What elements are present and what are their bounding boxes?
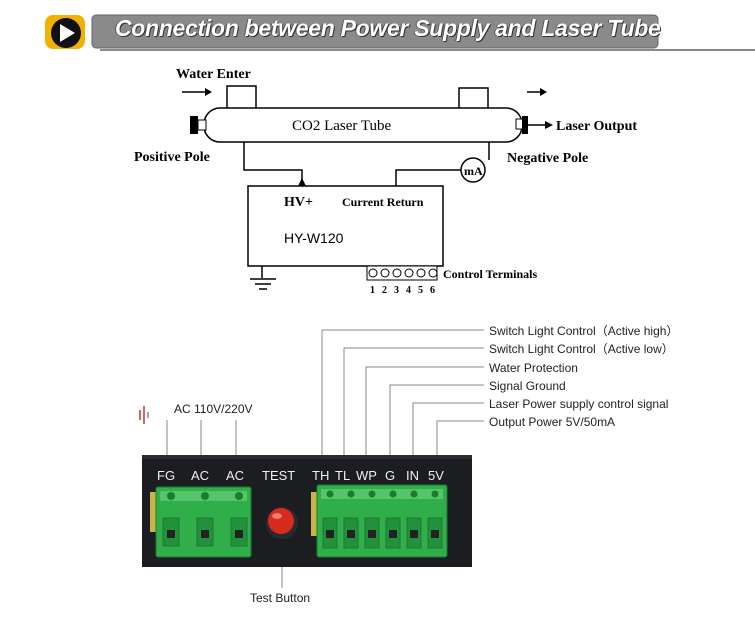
terminal-label-tl: TL bbox=[335, 468, 350, 483]
terminal-mount bbox=[150, 492, 158, 532]
water-outlet-pipe bbox=[458, 87, 489, 108]
ac-source-icon bbox=[139, 406, 149, 424]
terminal-number: 6 bbox=[430, 285, 435, 296]
terminal-label-wp: WP bbox=[356, 468, 377, 483]
control-terminals-label: Control Terminals bbox=[443, 267, 537, 281]
terminal-label-fg: FG bbox=[157, 468, 175, 483]
tube-right-cap bbox=[522, 116, 528, 134]
terminal-label-ac2: AC bbox=[226, 468, 244, 483]
ac-input-label: AC 110V/220V bbox=[174, 402, 253, 416]
negative-wire bbox=[395, 169, 461, 186]
banner-title-bar bbox=[91, 14, 659, 49]
laser-output-arrowhead bbox=[545, 121, 553, 129]
test-label: TEST bbox=[262, 468, 295, 483]
terminal-label-th: TH bbox=[312, 468, 329, 483]
page-title: Connection between Power Supply and Lase… bbox=[115, 15, 661, 41]
terminal-label-5v: 5V bbox=[428, 468, 444, 483]
callout-5v: Output Power 5V/50mA bbox=[489, 415, 615, 429]
callout-wp: Water Protection bbox=[489, 361, 578, 375]
panel-labels: FG AC AC TEST TH TL WP G IN 5V bbox=[157, 468, 444, 483]
tube-left-electrode bbox=[197, 119, 207, 131]
connector-top bbox=[321, 489, 443, 499]
test-button-caption: Test Button bbox=[250, 591, 310, 605]
water-in-arrowhead bbox=[205, 88, 212, 96]
callout-tl: Switch Light Control（Active low） bbox=[489, 342, 674, 356]
control-terminal-connector[interactable] bbox=[311, 484, 448, 558]
laser-output-label: Laser Output bbox=[556, 119, 637, 134]
terminal-label-g: G bbox=[385, 468, 395, 483]
ammeter-label: mA bbox=[464, 164, 483, 178]
terminal-number: 5 bbox=[418, 285, 423, 296]
ac-terminal-block[interactable] bbox=[150, 486, 252, 558]
callout-g: Signal Ground bbox=[489, 379, 566, 393]
terminal-numbers: 1 2 3 4 5 6 bbox=[370, 285, 435, 296]
panel-edge bbox=[142, 455, 472, 459]
model-label: HY-W120 bbox=[284, 230, 344, 246]
test-button-highlight bbox=[272, 513, 282, 519]
callout-th: Switch Light Control（Active high） bbox=[489, 324, 678, 338]
callout-in: Laser Power supply control signal bbox=[489, 397, 668, 411]
power-supply-box bbox=[247, 185, 444, 267]
banner-graphic bbox=[45, 14, 755, 51]
test-button-cap bbox=[268, 508, 294, 534]
terminal-number: 4 bbox=[406, 285, 411, 296]
tube-left-cap bbox=[190, 116, 198, 134]
negative-pole-label: Negative Pole bbox=[507, 151, 588, 166]
test-button[interactable] bbox=[266, 507, 298, 539]
terminal-number: 3 bbox=[394, 285, 399, 296]
water-inlet-pipe bbox=[226, 85, 257, 108]
terminal-label-in: IN bbox=[406, 468, 419, 483]
connector-mount bbox=[311, 492, 319, 536]
callout-labels: Switch Light Control（Active high） Switch… bbox=[489, 324, 678, 429]
hv-connector bbox=[298, 178, 306, 186]
play-icon-arrow bbox=[60, 24, 75, 42]
current-return-label: Current Return bbox=[342, 195, 424, 209]
terminal-label-ac1: AC bbox=[191, 468, 209, 483]
control-terminal-block bbox=[366, 265, 438, 281]
tube-label: CO2 Laser Tube bbox=[292, 118, 392, 134]
hv-plus-label: HV+ bbox=[284, 195, 313, 210]
positive-pole-label: Positive Pole bbox=[134, 150, 210, 165]
terminal-number: 2 bbox=[382, 285, 387, 296]
terminal-number: 1 bbox=[370, 285, 375, 296]
header-banner: Connection between Power Supply and Lase… bbox=[0, 0, 755, 64]
water-out-arrowhead bbox=[540, 88, 547, 96]
water-enter-label: Water Enter bbox=[176, 67, 251, 82]
